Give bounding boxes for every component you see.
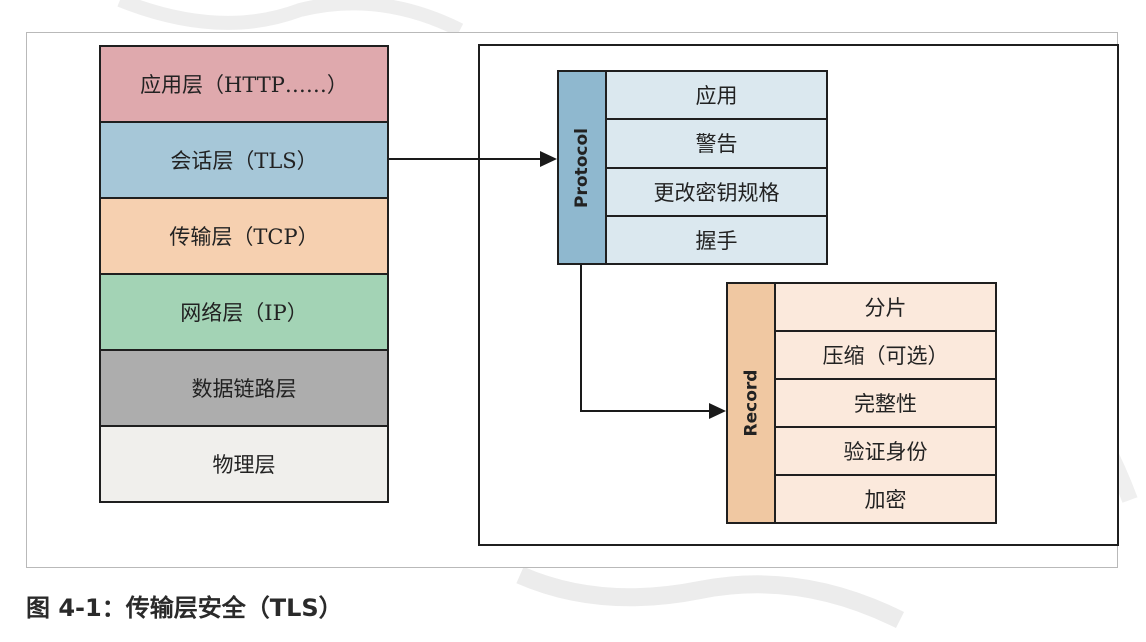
layer-transport: 传输层（TCP）	[101, 199, 387, 275]
protocol-item-handshake: 握手	[607, 216, 826, 263]
protocol-item-application: 应用	[607, 72, 826, 121]
record-item-authentication: 验证身份	[776, 428, 995, 476]
layer-network: 网络层（IP）	[101, 275, 387, 351]
protocol-group-label: Protocol	[559, 72, 607, 263]
protocol-item-alert: 警告	[607, 120, 826, 169]
record-group-label: Record	[728, 284, 776, 522]
layer-data-link-label: 数据链路层	[191, 377, 297, 401]
protocol-group: Protocol 应用 警告 更改密钥规格 握手	[557, 70, 828, 265]
record-item-integrity: 完整性	[776, 380, 995, 428]
protocol-items: 应用 警告 更改密钥规格 握手	[607, 72, 826, 263]
layer-application: 应用层（HTTP……）	[101, 47, 387, 123]
layer-data-link: 数据链路层	[101, 351, 387, 427]
record-item-fragmentation: 分片	[776, 284, 995, 332]
protocol-label-text: Protocol	[572, 127, 593, 208]
layer-application-label: 应用层（HTTP……）	[140, 73, 348, 97]
record-item-compression: 压缩（可选）	[776, 332, 995, 380]
record-group: Record 分片 压缩（可选） 完整性 验证身份 加密	[726, 282, 997, 524]
layer-network-label: 网络层（IP）	[180, 301, 308, 325]
figure-caption: 图 4-1：传输层安全（TLS）	[26, 594, 343, 622]
layer-session: 会话层（TLS）	[101, 123, 387, 199]
protocol-item-change-cipher-spec: 更改密钥规格	[607, 168, 826, 217]
record-label-text: Record	[741, 369, 761, 437]
record-items: 分片 压缩（可选） 完整性 验证身份 加密	[776, 284, 995, 522]
layer-physical-label: 物理层	[212, 453, 276, 477]
network-layer-stack: 应用层（HTTP……） 会话层（TLS） 传输层（TCP） 网络层（IP） 数据…	[99, 45, 389, 503]
record-item-encryption: 加密	[776, 476, 995, 522]
layer-session-label: 会话层（TLS）	[170, 149, 318, 173]
layer-transport-label: 传输层（TCP）	[169, 225, 319, 249]
layer-physical: 物理层	[101, 427, 387, 501]
